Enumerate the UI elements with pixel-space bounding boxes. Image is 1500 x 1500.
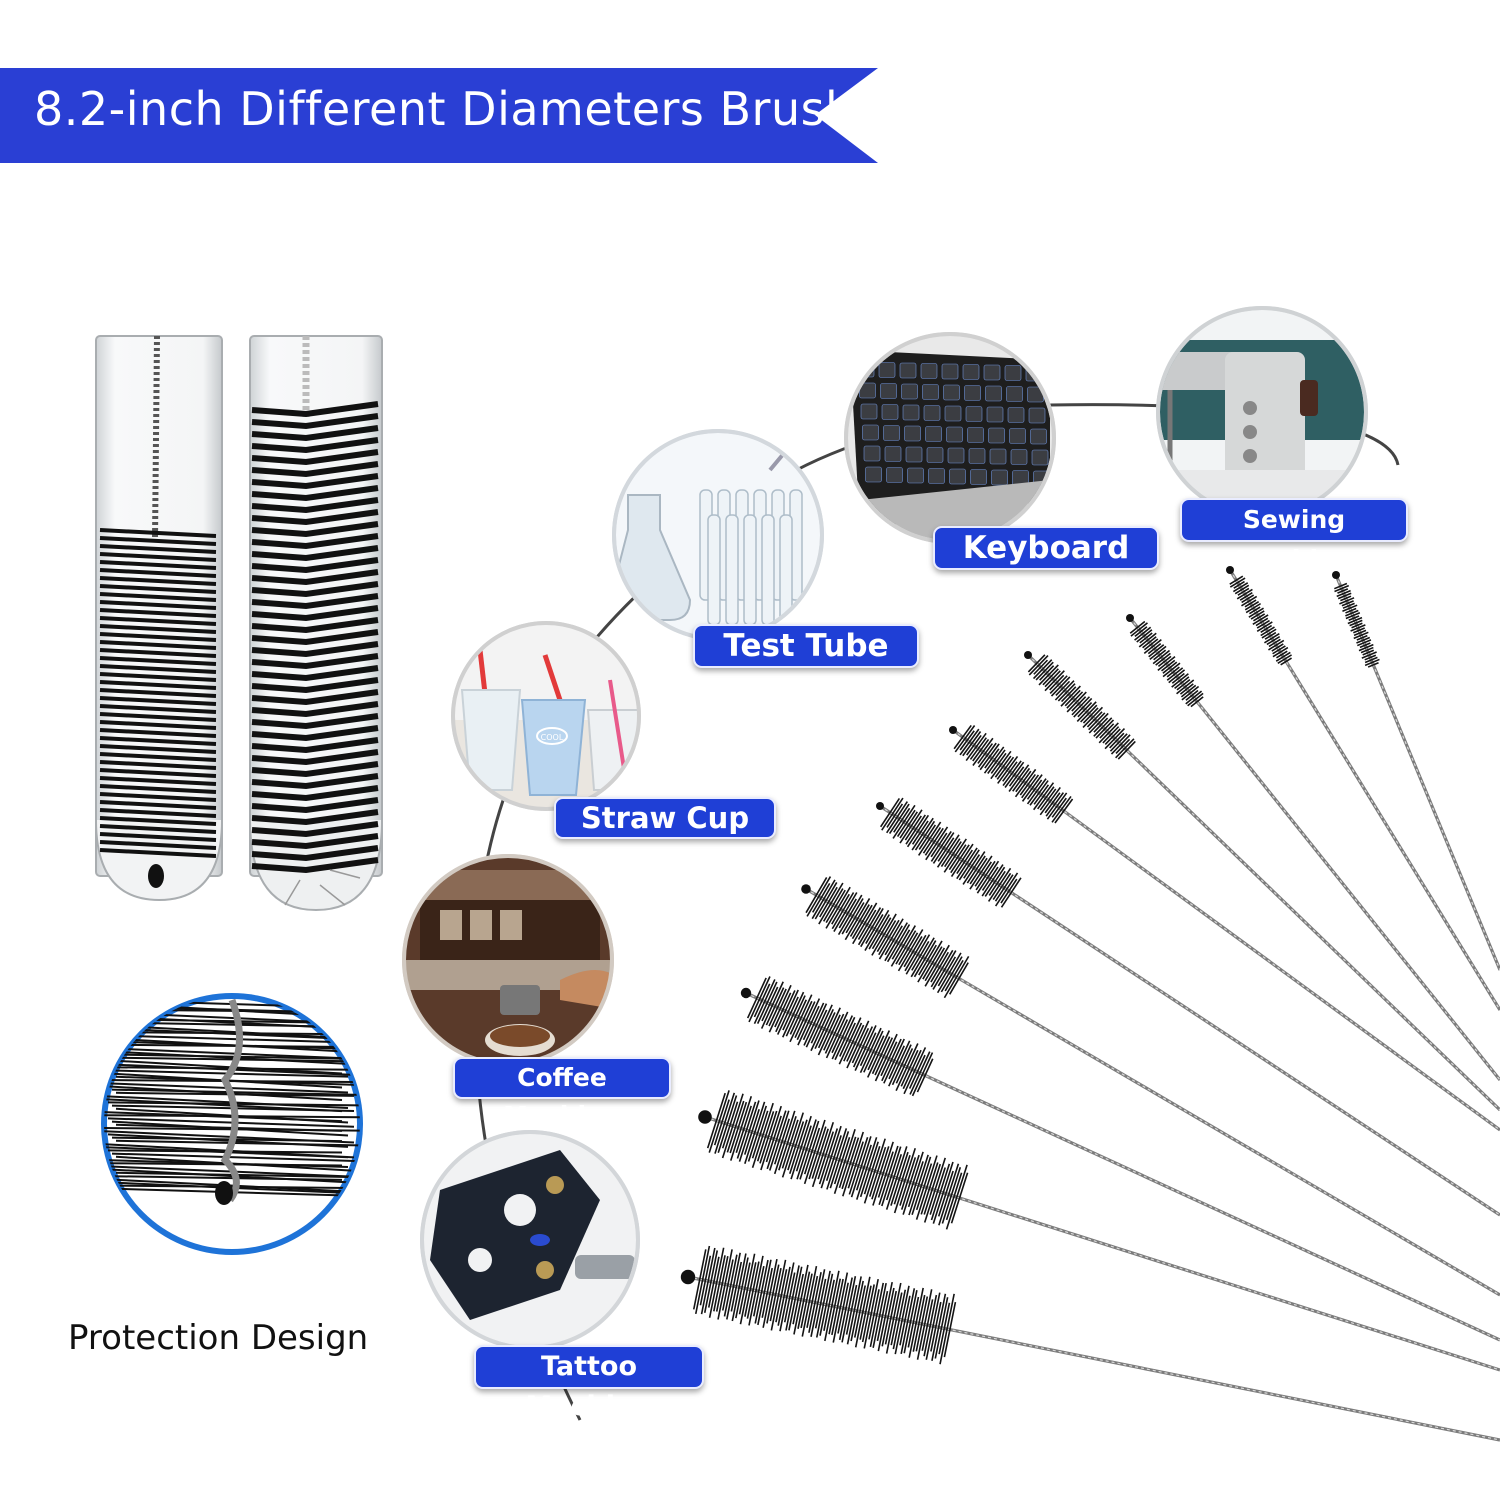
brush-9 xyxy=(1226,566,1500,1011)
keyboard-photo xyxy=(844,332,1056,544)
protection-design-detail xyxy=(101,993,363,1255)
sewing-machine-photo xyxy=(1156,306,1368,518)
label-straw-cup: Straw Cup xyxy=(554,797,776,839)
coffee-machine-photo xyxy=(402,854,614,1066)
brush-fan xyxy=(680,566,1500,1442)
test-tube-large xyxy=(249,335,383,912)
brush-1 xyxy=(680,1245,1500,1442)
label-test-tube: Test Tube xyxy=(693,624,919,668)
tattoo-machine-photo xyxy=(420,1130,640,1350)
protection-design-label: Protection Design xyxy=(68,1318,369,1358)
test-tube-small xyxy=(95,335,223,902)
brush-6 xyxy=(949,724,1500,1132)
brush-5 xyxy=(876,797,1500,1217)
brush-7 xyxy=(1024,651,1500,1112)
label-tattoo-machine: Tattoo Machine xyxy=(474,1345,704,1422)
title-banner xyxy=(0,68,878,163)
brush-head-black xyxy=(99,528,217,858)
label-coffee-machine: Coffee Machine xyxy=(453,1057,671,1130)
label-keyboard: Keyboard xyxy=(933,526,1159,570)
brush-4 xyxy=(801,876,1500,1297)
brush-8 xyxy=(1126,614,1500,1082)
brush-3 xyxy=(740,976,1500,1342)
test-tube-photo xyxy=(612,429,824,641)
page-title: 8.2-inch Different Diameters Brush xyxy=(34,82,855,136)
cup-text: COOL xyxy=(541,733,564,742)
brush-10 xyxy=(1332,571,1500,971)
straw-cup-photo: COOL xyxy=(451,621,641,811)
brush-2 xyxy=(698,1090,1500,1372)
label-sewing-machine: Sewing Machine xyxy=(1180,498,1408,574)
